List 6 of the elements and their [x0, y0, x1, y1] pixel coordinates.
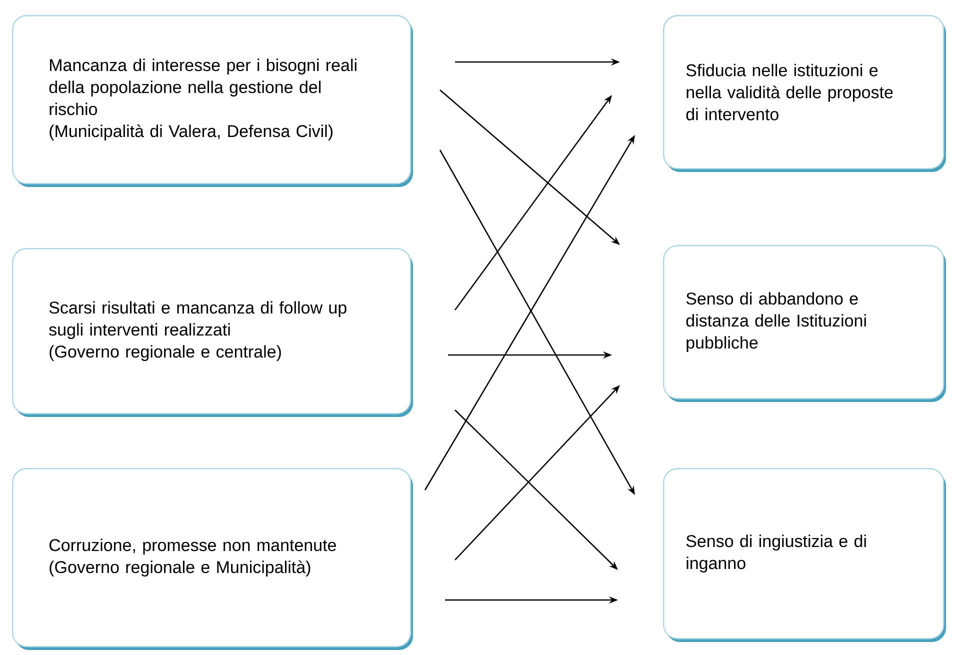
text-box: Senso di ingiustizia e di inganno — [663, 468, 946, 642]
text-box: Scarsi risultati e mancanza di follow up sugli interventi realizzati (Governo regionale e centrale) — [12, 248, 413, 417]
text-box: Senso di abbandono e distanza delle Istituzioni pubbliche — [663, 245, 946, 402]
text-box: Mancanza di interesse per i bisogni reali della popolazione nella gestione del rischio (Municipalità di Valera, Defensa Civil) — [12, 15, 413, 187]
text-box: Sfiducia nelle istituzioni e nella validità delle proposte di intervento — [663, 15, 946, 172]
text-box: Corruzione, promesse non mantenute (Governo regionale e Municipalità) — [12, 468, 413, 650]
